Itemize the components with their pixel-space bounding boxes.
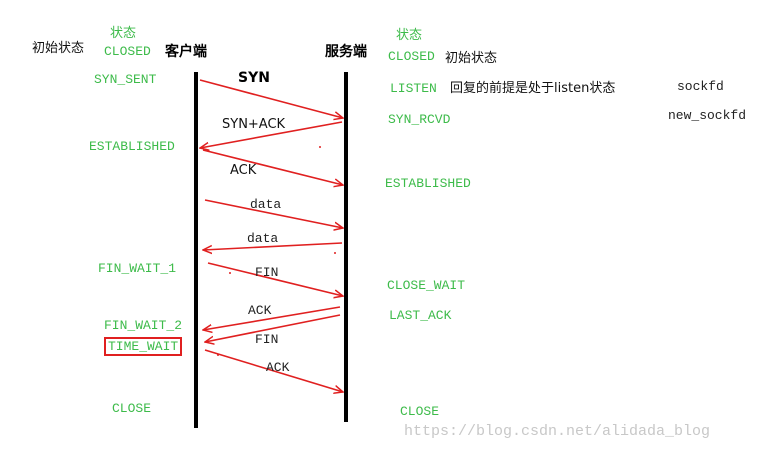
ack-arrow-1 xyxy=(202,149,343,185)
data-arrow-1 xyxy=(204,199,343,228)
fin-arrow-2 xyxy=(205,314,341,342)
message-data-2: data xyxy=(247,231,279,246)
server-initial-label: 初始状态 xyxy=(445,51,498,66)
client-state-syn-sent: SYN_SENT xyxy=(94,72,157,87)
client-state-established: ESTABLISHED xyxy=(89,139,175,154)
syn-arrow xyxy=(199,79,343,118)
client-status-heading: 状态 xyxy=(110,26,137,41)
server-state-last-ack: LAST_ACK xyxy=(389,308,452,323)
server-state-close-wait: CLOSE_WAIT xyxy=(387,278,466,293)
message-fin-1: FIN xyxy=(255,265,279,280)
server-new-sockfd-label: new_sockfd xyxy=(668,108,747,123)
server-status-heading: 状态 xyxy=(396,28,423,43)
server-state-established: ESTABLISHED xyxy=(385,176,471,191)
message-fin-2: FIN xyxy=(255,332,279,347)
server-state-closed: CLOSED xyxy=(388,49,435,64)
message-data-1: data xyxy=(250,197,282,212)
client-state-time-wait: TIME_WAIT xyxy=(104,337,183,356)
server-state-listen: LISTEN xyxy=(390,81,437,96)
message-ack-2: ACK xyxy=(248,303,272,318)
client-state-closed: CLOSED xyxy=(104,44,151,59)
client-header: 客户端 xyxy=(165,44,207,60)
client-state-close: CLOSE xyxy=(112,401,152,416)
syn-ack-arrow xyxy=(200,121,343,148)
message-syn: SYN xyxy=(238,70,270,86)
data-arrow-2 xyxy=(203,242,343,250)
server-listen-note: 回复的前提是处于listen状态 xyxy=(450,81,616,96)
server-state-syn-rcvd: SYN_RCVD xyxy=(388,112,451,127)
server-sockfd-label: sockfd xyxy=(677,79,724,94)
server-state-close: CLOSE xyxy=(400,404,440,419)
message-ack-1: ACK xyxy=(230,163,257,178)
watermark: https://blog.csdn.net/alidada_blog xyxy=(404,423,711,440)
client-initial-label: 初始状态 xyxy=(32,41,85,56)
client-state-fin-wait-1: FIN_WAIT_1 xyxy=(98,261,177,276)
message-ack-3: ACK xyxy=(266,360,290,375)
message-syn-ack: SYN+ACK xyxy=(222,117,286,132)
client-state-fin-wait-2: FIN_WAIT_2 xyxy=(104,318,183,333)
server-header: 服务端 xyxy=(325,44,367,60)
fin-arrow-1 xyxy=(207,262,343,296)
ack-arrow-3 xyxy=(204,349,343,392)
ack-arrow-2 xyxy=(203,306,341,330)
